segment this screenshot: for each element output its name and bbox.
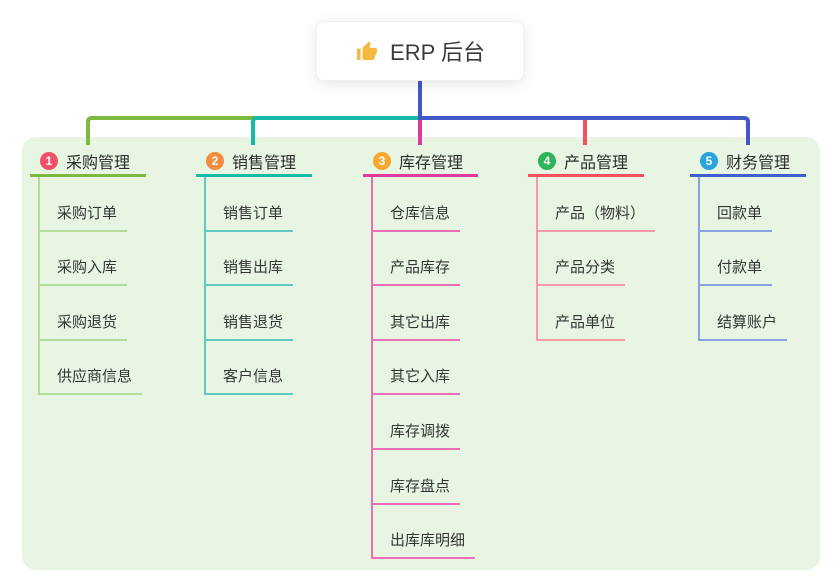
child-label: 供应商信息 xyxy=(57,368,133,386)
child-node[interactable]: 产品分类 xyxy=(538,232,626,287)
root-label: ERP 后台 xyxy=(390,40,485,65)
child-node[interactable]: 采购入库 xyxy=(40,232,128,287)
branch-children: 销售订单销售出库销售退货客户信息 xyxy=(204,177,294,396)
child-label: 产品分类 xyxy=(555,259,616,277)
root-node[interactable]: ERP 后台 xyxy=(316,21,524,81)
child-node[interactable]: 销售订单 xyxy=(206,177,294,232)
branch-header-4[interactable]: 4 产品管理 xyxy=(528,147,644,177)
child-node[interactable]: 产品库存 xyxy=(373,232,461,287)
child-label: 采购退货 xyxy=(57,313,118,331)
branch-label: 库存管理 xyxy=(399,154,464,172)
child-node[interactable]: 其它入库 xyxy=(373,341,461,396)
child-node[interactable]: 仓库信息 xyxy=(373,177,461,232)
child-label: 出库库明细 xyxy=(390,532,466,550)
branch-header-3[interactable]: 3 库存管理 xyxy=(363,147,478,177)
child-label: 结算账户 xyxy=(717,313,778,331)
child-node[interactable]: 采购退货 xyxy=(40,286,128,341)
thumbs-up-icon xyxy=(355,39,379,63)
child-label: 其它出库 xyxy=(390,313,451,331)
branch-header-2[interactable]: 2 销售管理 xyxy=(196,147,312,177)
child-node[interactable]: 其它出库 xyxy=(373,286,461,341)
child-label: 仓库信息 xyxy=(390,204,451,222)
child-node[interactable]: 库存调拨 xyxy=(373,395,461,450)
child-label: 销售退货 xyxy=(223,313,284,331)
branch-label: 采购管理 xyxy=(66,154,131,172)
child-node[interactable]: 出库库明细 xyxy=(373,505,476,560)
branch-label: 销售管理 xyxy=(232,154,297,172)
branch-children: 仓库信息产品库存其它出库其它入库库存调拨库存盘点出库库明细 xyxy=(371,177,476,560)
branches-panel xyxy=(22,137,820,570)
branch-header-5[interactable]: 5 财务管理 xyxy=(690,147,806,177)
child-node[interactable]: 产品（物料） xyxy=(538,177,656,232)
child-node[interactable]: 客户信息 xyxy=(206,341,294,396)
child-node[interactable]: 库存盘点 xyxy=(373,450,461,505)
child-node[interactable]: 采购订单 xyxy=(40,177,128,232)
child-label: 客户信息 xyxy=(223,368,284,386)
child-label: 产品（物料） xyxy=(555,204,646,222)
child-label: 其它入库 xyxy=(390,368,451,386)
child-label: 回款单 xyxy=(717,204,763,222)
child-label: 库存调拨 xyxy=(390,422,451,440)
branch-children: 产品（物料） 产品分类产品单位 xyxy=(536,177,656,341)
child-node[interactable]: 结算账户 xyxy=(700,286,788,341)
branch-children: 回款单付款单结算账户 xyxy=(698,177,788,341)
branch-header-1[interactable]: 1 采购管理 xyxy=(30,147,146,177)
child-label: 采购入库 xyxy=(57,259,118,277)
branch-label: 产品管理 xyxy=(564,154,629,172)
branch-number-badge: 2 xyxy=(206,151,224,170)
child-label: 销售订单 xyxy=(223,204,284,222)
child-label: 产品单位 xyxy=(555,313,616,331)
child-node[interactable]: 回款单 xyxy=(700,177,773,232)
branch-label: 财务管理 xyxy=(726,154,791,172)
child-node[interactable]: 供应商信息 xyxy=(40,341,143,396)
child-node[interactable]: 销售出库 xyxy=(206,232,294,287)
child-label: 付款单 xyxy=(717,259,763,277)
branch-number-badge: 1 xyxy=(40,151,58,170)
child-label: 产品库存 xyxy=(390,259,451,277)
child-node[interactable]: 产品单位 xyxy=(538,286,626,341)
child-node[interactable]: 付款单 xyxy=(700,232,773,287)
child-node[interactable]: 销售退货 xyxy=(206,286,294,341)
child-label: 采购订单 xyxy=(57,204,118,222)
branch-number-badge: 5 xyxy=(700,151,718,170)
child-label: 库存盘点 xyxy=(390,477,451,495)
branch-number-badge: 4 xyxy=(538,151,556,170)
branch-children: 采购订单采购入库采购退货供应商信息 xyxy=(38,177,143,396)
child-label: 销售出库 xyxy=(223,259,284,277)
branch-number-badge: 3 xyxy=(373,151,391,170)
